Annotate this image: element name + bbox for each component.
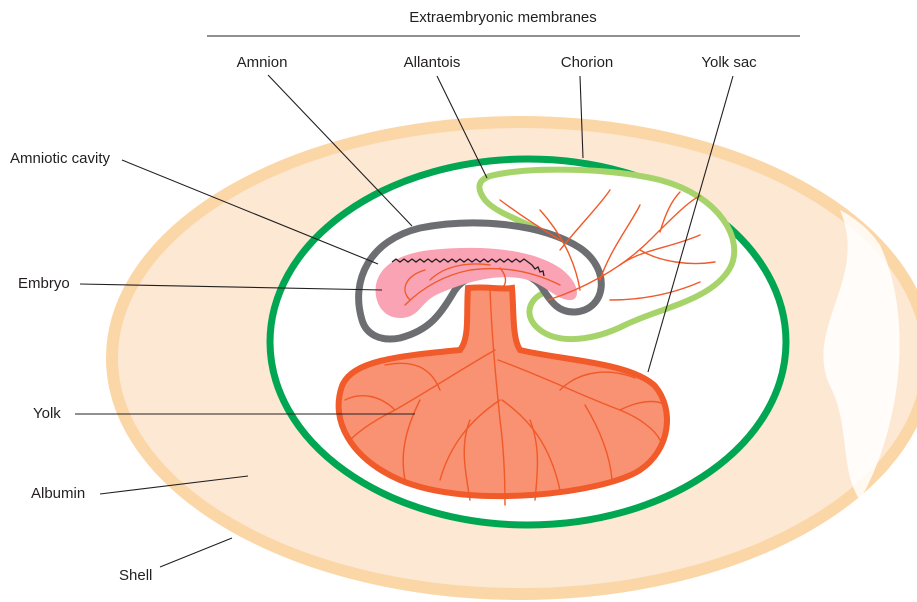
label-allantois: Allantois	[404, 54, 461, 71]
label-yolk: Yolk	[33, 405, 61, 422]
label-albumin: Albumin	[31, 485, 85, 502]
leader-shell	[160, 538, 232, 567]
label-shell: Shell	[119, 567, 152, 584]
label-chorion: Chorion	[561, 54, 614, 71]
label-embryo: Embryo	[18, 275, 70, 292]
header-title: Extraembryonic membranes	[409, 9, 597, 26]
label-amnion: Amnion	[237, 54, 288, 71]
label-yolk-sac: Yolk sac	[701, 54, 757, 71]
label-amniotic-cavity: Amniotic cavity	[10, 150, 111, 167]
